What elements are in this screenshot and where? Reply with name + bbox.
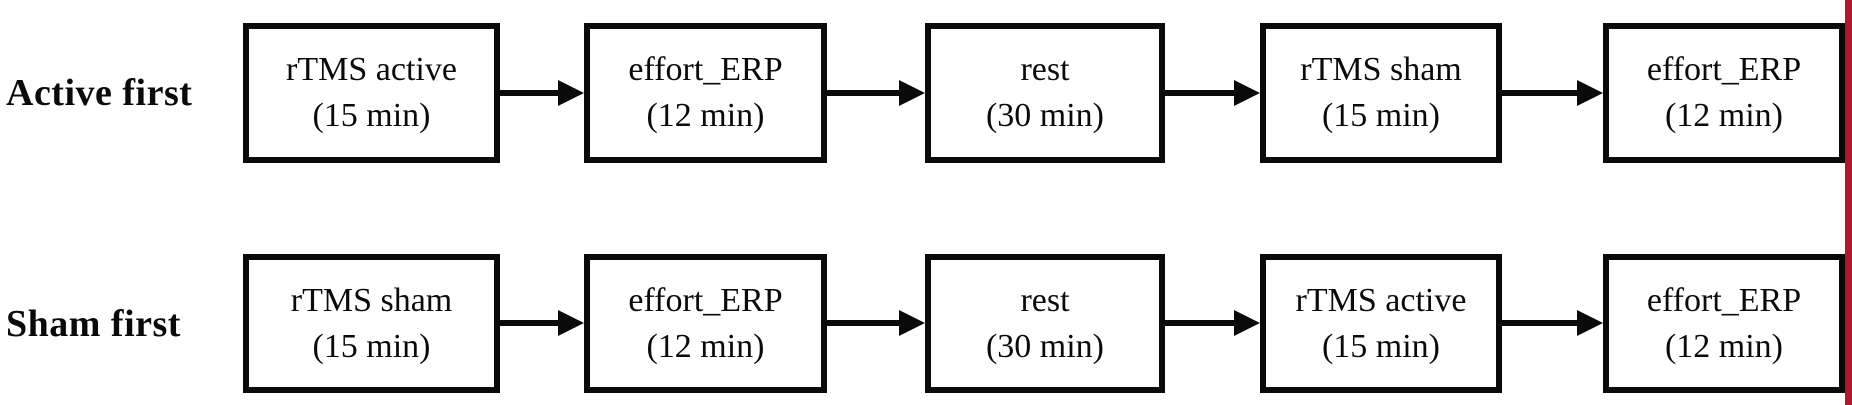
step-title: rTMS sham xyxy=(290,281,453,319)
flow-step-box: effort_ERP (12 min) xyxy=(1603,23,1845,163)
step-title: rest xyxy=(1020,281,1070,319)
flow-arrow-icon xyxy=(827,80,925,106)
step-duration: (12 min) xyxy=(1664,97,1784,134)
step-duration: (30 min) xyxy=(985,327,1105,365)
flow-step-box: rTMS sham (15 min) xyxy=(1260,23,1502,163)
flow-step-box: effort_ERP (12 min) xyxy=(1603,254,1845,393)
step-duration: (15 min) xyxy=(1321,327,1441,365)
flow-step-box: rTMS active (15 min) xyxy=(243,23,500,163)
flow-arrow-icon xyxy=(827,310,925,336)
flow-step-box: rest (30 min) xyxy=(925,23,1165,163)
flow-step-box: effort_ERP (12 min) xyxy=(584,254,827,393)
flow-arrow-icon xyxy=(500,310,584,336)
step-duration: (12 min) xyxy=(646,327,765,365)
step-title: rTMS active xyxy=(1295,281,1467,319)
step-title: rTMS active xyxy=(286,51,457,88)
flow-step-box: effort_ERP (12 min) xyxy=(584,23,827,163)
step-title: effort_ERP xyxy=(1646,51,1802,88)
row-label-sham-first: Sham first xyxy=(6,302,181,345)
step-title: effort_ERP xyxy=(1646,281,1802,319)
step-duration: (12 min) xyxy=(1664,327,1784,365)
flow-arrow-icon xyxy=(1165,80,1260,106)
step-title: effort_ERP xyxy=(628,281,783,319)
step-title: rest xyxy=(1020,51,1070,88)
row-label-active-first: Active first xyxy=(6,72,193,114)
step-duration: (30 min) xyxy=(985,97,1105,134)
flow-step-box: rTMS active (15 min) xyxy=(1260,254,1502,393)
flow-arrow-icon xyxy=(1502,310,1603,336)
step-duration: (15 min) xyxy=(312,327,431,365)
step-duration: (15 min) xyxy=(1321,97,1441,134)
step-title: rTMS sham xyxy=(1300,51,1462,88)
step-title: effort_ERP xyxy=(628,51,783,88)
flow-step-box: rest (30 min) xyxy=(925,254,1165,393)
right-edge-strip xyxy=(1845,0,1852,405)
flow-arrow-icon xyxy=(1502,80,1603,106)
flow-step-box: rTMS sham (15 min) xyxy=(243,254,500,393)
flow-arrow-icon xyxy=(500,80,584,106)
step-duration: (15 min) xyxy=(312,97,431,134)
step-duration: (12 min) xyxy=(646,97,765,134)
flow-arrow-icon xyxy=(1165,310,1260,336)
